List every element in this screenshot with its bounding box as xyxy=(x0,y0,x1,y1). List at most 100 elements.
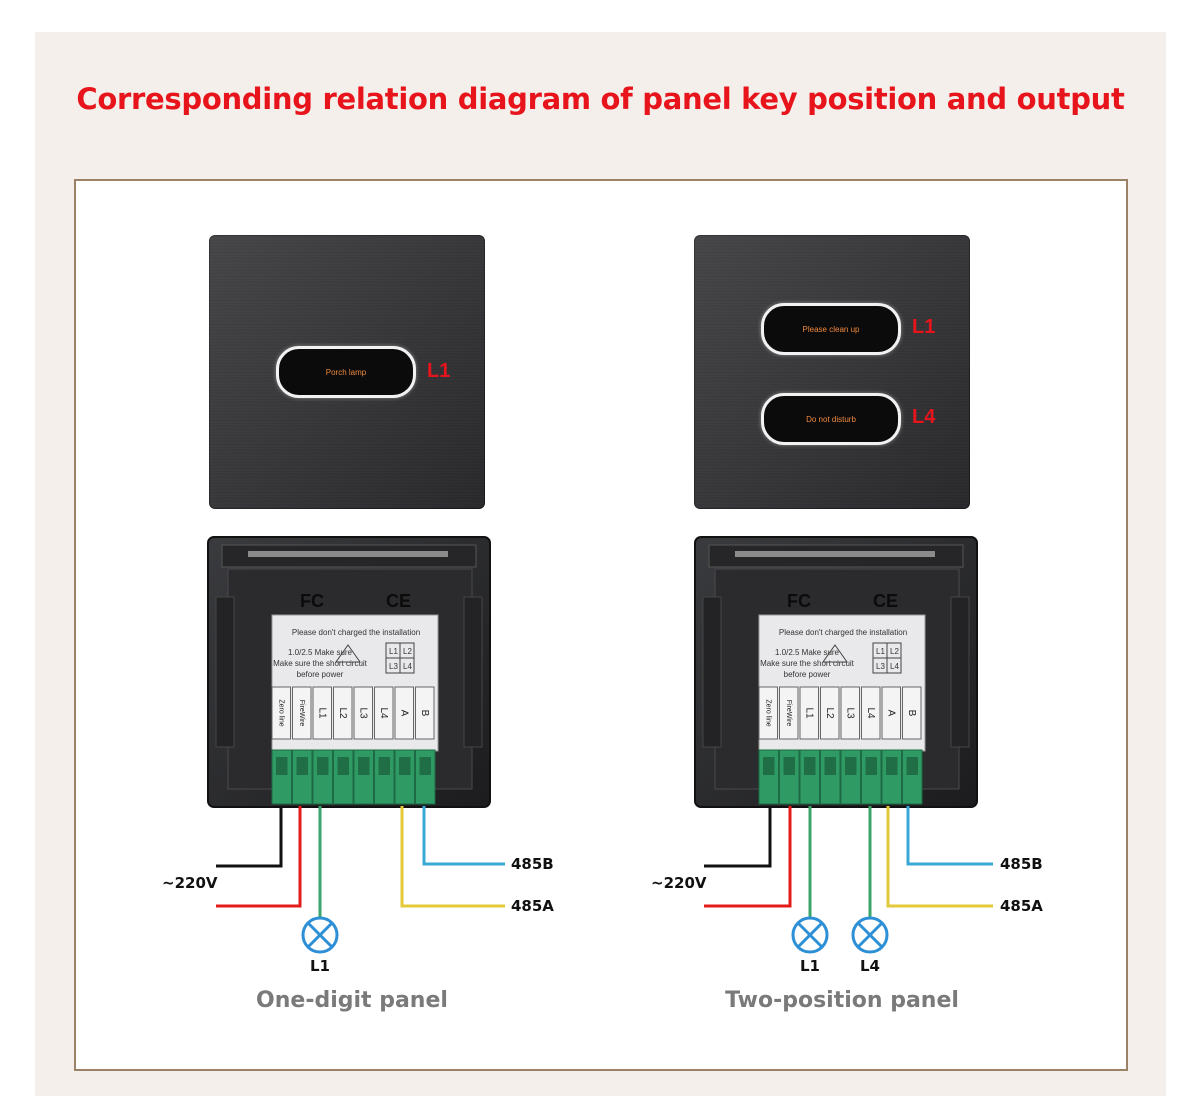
rs485a-label: 485A xyxy=(511,897,554,915)
sticker-note: 1.0/2.5 Make sure xyxy=(775,648,840,657)
two-position-sticker: Please don't charged the installation Ma… xyxy=(760,591,907,679)
live-wire xyxy=(704,806,792,908)
terminal-label: FireWire xyxy=(785,700,792,727)
terminal-label-cell xyxy=(779,686,799,740)
key-porch-lamp: Porch lamp xyxy=(276,346,416,398)
output-label-l4: L4 xyxy=(912,406,936,428)
two-position-wiring xyxy=(704,806,993,954)
a-wire xyxy=(400,806,505,908)
terminal-label-cell xyxy=(394,686,414,740)
terminal-label: L2 xyxy=(824,707,835,719)
terminal-screw xyxy=(419,757,431,775)
lamp-l4-icon xyxy=(851,916,889,954)
terminal-label: B xyxy=(906,710,917,717)
warning-icon xyxy=(335,644,361,663)
grid-cell: L2 xyxy=(890,647,899,656)
b-wire xyxy=(906,806,993,866)
terminal-label: Zero line xyxy=(764,699,771,726)
output-label-l1: L1 xyxy=(912,316,936,338)
neutral-wire xyxy=(216,806,283,868)
lamp-label-l1: L1 xyxy=(310,957,330,975)
sticker-warning: Please don't charged the installation xyxy=(779,628,907,637)
terminal-label: B xyxy=(419,710,430,717)
terminal-label-cell xyxy=(799,686,819,740)
key-label: Do not disturb xyxy=(806,414,856,424)
one-digit-sticker: Please don't charged the installation Ma… xyxy=(273,591,420,679)
terminal-screw xyxy=(317,757,329,775)
lamp-label-l4: L4 xyxy=(860,957,880,975)
terminal-screw xyxy=(824,757,836,775)
terminal-label-cell xyxy=(415,686,435,740)
two-position-front-plate xyxy=(694,235,970,509)
rs485b-label: 485B xyxy=(511,855,554,873)
lamp-l1-icon xyxy=(301,916,339,954)
terminal-label-cell xyxy=(353,686,373,740)
power-label: ~220V xyxy=(162,874,218,892)
terminal-label-cell xyxy=(312,686,332,740)
terminal-label-cell xyxy=(292,686,312,740)
grid-cell: L3 xyxy=(876,662,885,671)
terminal-screw xyxy=(906,757,918,775)
power-label: ~220V xyxy=(651,874,707,892)
terminal-screw xyxy=(886,757,898,775)
grid-cell: L1 xyxy=(876,647,885,656)
terminal-label: FireWire xyxy=(298,700,305,727)
terminal-label-cell xyxy=(881,686,901,740)
terminal-screw xyxy=(865,757,877,775)
ce-logo: CE xyxy=(386,591,411,611)
grid-cell: L2 xyxy=(403,647,412,656)
grid-cell: L3 xyxy=(389,662,398,671)
neutral-wire xyxy=(704,806,772,868)
terminal-screw xyxy=(804,757,816,775)
terminal-label-cell xyxy=(374,686,394,740)
sticker-note: Make sure the short circuit xyxy=(760,659,855,668)
sticker-note: Make sure the short circuit xyxy=(273,659,368,668)
one-digit-terminals: Zero line FireWire L1 L2 L3 L4 A B xyxy=(271,686,436,805)
rs485b-label: 485B xyxy=(1000,855,1043,873)
terminal-label: A xyxy=(399,710,410,717)
grid-cell: L1 xyxy=(389,647,398,656)
terminal-label: L3 xyxy=(845,707,856,719)
one-digit-wiring xyxy=(216,806,505,954)
terminal-label-cell xyxy=(902,686,922,740)
terminal-label-cell xyxy=(271,686,291,740)
terminal-screw xyxy=(399,757,411,775)
fcc-logo: FC xyxy=(787,591,811,611)
terminal-screw xyxy=(337,757,349,775)
terminal-screw xyxy=(763,757,775,775)
terminal-label: L1 xyxy=(804,707,815,719)
terminal-screw xyxy=(276,757,288,775)
sticker-note: before power xyxy=(784,670,831,679)
sticker-note: before power xyxy=(297,670,344,679)
key-label: Porch lamp xyxy=(325,367,367,377)
key-label: Please clean up xyxy=(802,324,860,334)
caption-two-position-panel: Two-position panel xyxy=(725,988,959,1013)
lamp-l1-icon xyxy=(791,916,829,954)
warning-icon xyxy=(822,644,848,663)
terminal-screw xyxy=(783,757,795,775)
terminal-label: L2 xyxy=(337,707,348,719)
terminal-screw xyxy=(378,757,390,775)
terminal-screw xyxy=(296,757,308,775)
terminal-label: A xyxy=(886,710,897,717)
terminal-label: L1 xyxy=(317,707,328,719)
live-wire xyxy=(216,806,302,908)
a-wire xyxy=(886,806,993,908)
key-please-clean-up: Please clean up xyxy=(761,303,901,355)
terminal-label-cell xyxy=(840,686,860,740)
b-wire xyxy=(422,806,505,866)
grid-cell: L4 xyxy=(890,662,899,671)
terminal-label: L3 xyxy=(358,707,369,719)
lamp-label-l1: L1 xyxy=(800,957,820,975)
ce-logo: CE xyxy=(873,591,898,611)
key-do-not-disturb: Do not disturb xyxy=(761,393,901,445)
one-digit-front-plate xyxy=(209,235,485,509)
sticker-grid: L1 L2 L3 L4 xyxy=(385,642,415,674)
sticker-note: 1.0/2.5 Make sure xyxy=(288,648,353,657)
terminal-label: L4 xyxy=(378,707,389,719)
terminal-label: Zero line xyxy=(277,699,284,726)
terminal-label-cell xyxy=(820,686,840,740)
terminal-label-cell xyxy=(758,686,778,740)
output-label-l1: L1 xyxy=(427,360,451,382)
